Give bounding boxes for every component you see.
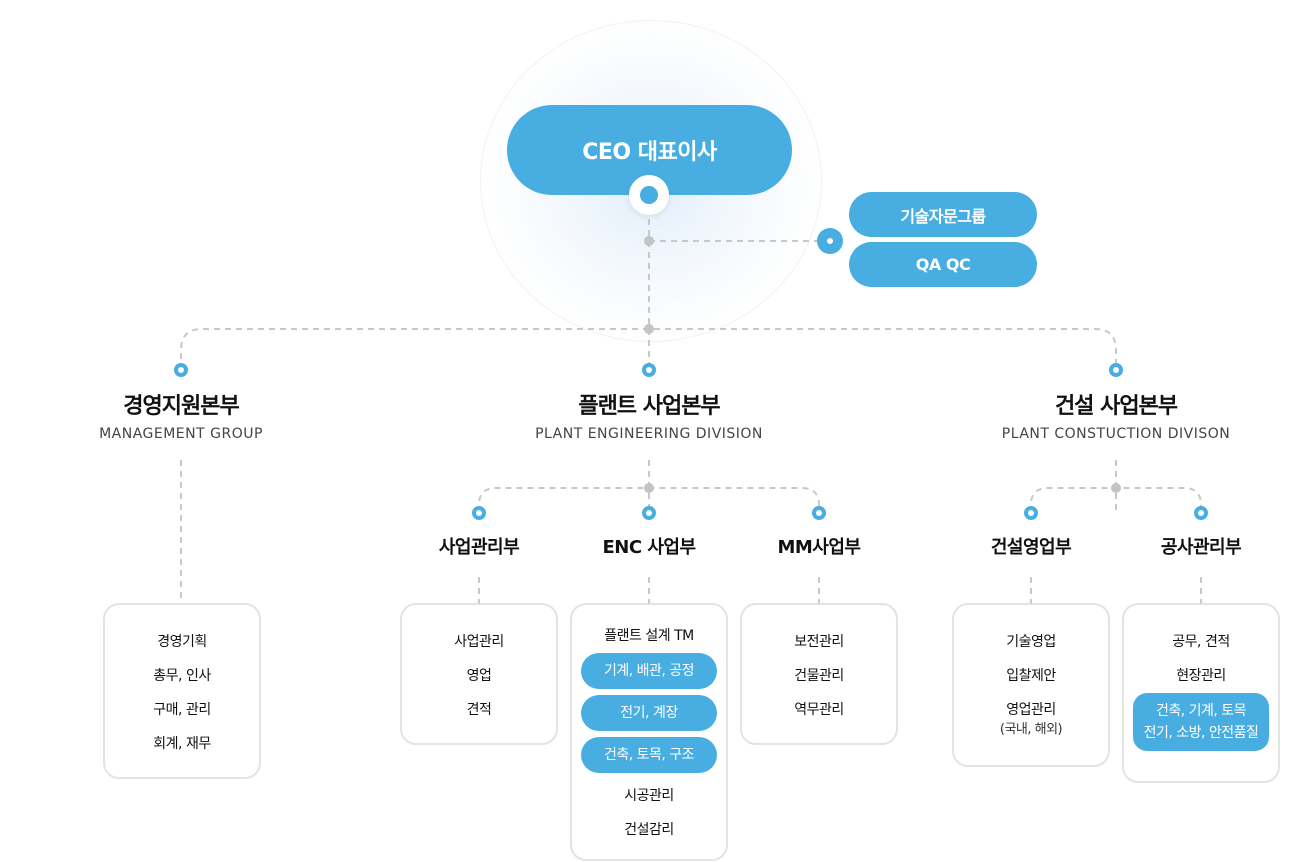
division-title: 건설 사업본부 bbox=[1054, 394, 1178, 419]
highlight-item: 기계, 배관, 공정 bbox=[581, 653, 717, 689]
highlight-item: 건축, 토목, 구조 bbox=[581, 737, 717, 773]
highlight-item: 전기, 계장 bbox=[581, 695, 717, 731]
ceo-node: CEO 대표이사 bbox=[507, 105, 792, 195]
list-item: 견적 bbox=[466, 702, 492, 718]
advisory-node-qaqc: QA QC bbox=[849, 242, 1037, 287]
highlight-line: 건축, 기계, 토목 bbox=[1155, 703, 1247, 719]
highlight-line: 전기, 소방, 안전품질 bbox=[1143, 725, 1259, 741]
enc-box: 플랜트 설계 TM 기계, 배관, 공정 전기, 계장 건축, 토목, 구조 시… bbox=[570, 603, 728, 861]
list-item: 경영기획 bbox=[157, 634, 207, 650]
list-item: 공무, 견적 bbox=[1172, 634, 1230, 650]
junction-dot-icon bbox=[644, 324, 654, 334]
list-item: 현장관리 bbox=[1176, 668, 1226, 684]
dept-dot-icon bbox=[812, 506, 826, 520]
division-dot-icon bbox=[1109, 363, 1123, 377]
dept-dot-icon bbox=[472, 506, 486, 520]
division-dot-icon bbox=[642, 363, 656, 377]
list-item: 입찰제안 bbox=[1006, 668, 1056, 684]
division-subtitle: PLANT ENGINEERING DIVISION bbox=[535, 426, 763, 442]
list-item: 영업 bbox=[466, 668, 492, 684]
division-title: 플랜트 사업본부 bbox=[578, 394, 720, 419]
list-item: 건설감리 bbox=[624, 822, 674, 838]
list-item: 건물관리 bbox=[794, 668, 844, 684]
list-item-main: 영업관리 bbox=[1006, 702, 1056, 718]
advisory-node-tech: 기술자문그룹 bbox=[849, 192, 1037, 237]
list-item: 역무관리 bbox=[794, 702, 844, 718]
dept-title-construction-sales: 건설영업부 bbox=[990, 537, 1072, 558]
mm-box: 보전관리 건물관리 역무관리 bbox=[740, 603, 898, 745]
list-item: 기술영업 bbox=[1006, 634, 1056, 650]
division-dot-icon bbox=[174, 363, 188, 377]
list-item: 회계, 재무 bbox=[153, 736, 211, 752]
list-item: 영업관리 (국내, 해외) bbox=[962, 693, 1100, 740]
highlight-item: 건축, 기계, 토목 전기, 소방, 안전품질 bbox=[1133, 693, 1269, 751]
advisory-connector-dot-icon bbox=[817, 228, 843, 254]
list-item: 총무, 인사 bbox=[153, 668, 211, 684]
division-plant: 플랜트 사업본부 PLANT ENGINEERING DIVISION bbox=[489, 388, 809, 442]
division-subtitle: PLANT CONSTUCTION DIVISON bbox=[1001, 426, 1231, 442]
list-item: 구매, 관리 bbox=[153, 702, 211, 718]
dept-title-business-mgmt: 사업관리부 bbox=[438, 537, 520, 558]
list-item: 사업관리 bbox=[454, 634, 504, 650]
dept-dot-icon bbox=[642, 506, 656, 520]
business-mgmt-box: 사업관리 영업 견적 bbox=[400, 603, 558, 745]
list-item-sub: (국내, 해외) bbox=[999, 722, 1063, 737]
junction-dot-icon bbox=[644, 483, 654, 493]
list-item: 보전관리 bbox=[794, 634, 844, 650]
junction-dot-icon bbox=[1111, 483, 1121, 493]
division-construction: 건설 사업본부 PLANT CONSTUCTION DIVISON bbox=[956, 388, 1276, 442]
list-item: 플랜트 설계 TM bbox=[604, 628, 694, 644]
ceo-connector-dot-icon bbox=[629, 175, 669, 215]
construction-sales-box: 기술영업 입찰제안 영업관리 (국내, 해외) bbox=[952, 603, 1110, 767]
junction-dot-icon bbox=[644, 236, 654, 246]
division-management: 경영지원본부 MANAGEMENT GROUP bbox=[21, 388, 341, 442]
dept-dot-icon bbox=[1024, 506, 1038, 520]
list-item: 시공관리 bbox=[624, 788, 674, 804]
division-subtitle: MANAGEMENT GROUP bbox=[99, 426, 263, 442]
dept-title-enc: ENC 사업부 bbox=[602, 537, 696, 558]
dept-title-mm: MM사업부 bbox=[777, 537, 861, 558]
division-title: 경영지원본부 bbox=[123, 394, 239, 419]
management-box: 경영기획 총무, 인사 구매, 관리 회계, 재무 bbox=[103, 603, 261, 779]
construction-mgmt-box: 공무, 견적 현장관리 건축, 기계, 토목 전기, 소방, 안전품질 bbox=[1122, 603, 1280, 783]
dept-dot-icon bbox=[1194, 506, 1208, 520]
dept-title-construction-mgmt: 공사관리부 bbox=[1160, 537, 1242, 558]
